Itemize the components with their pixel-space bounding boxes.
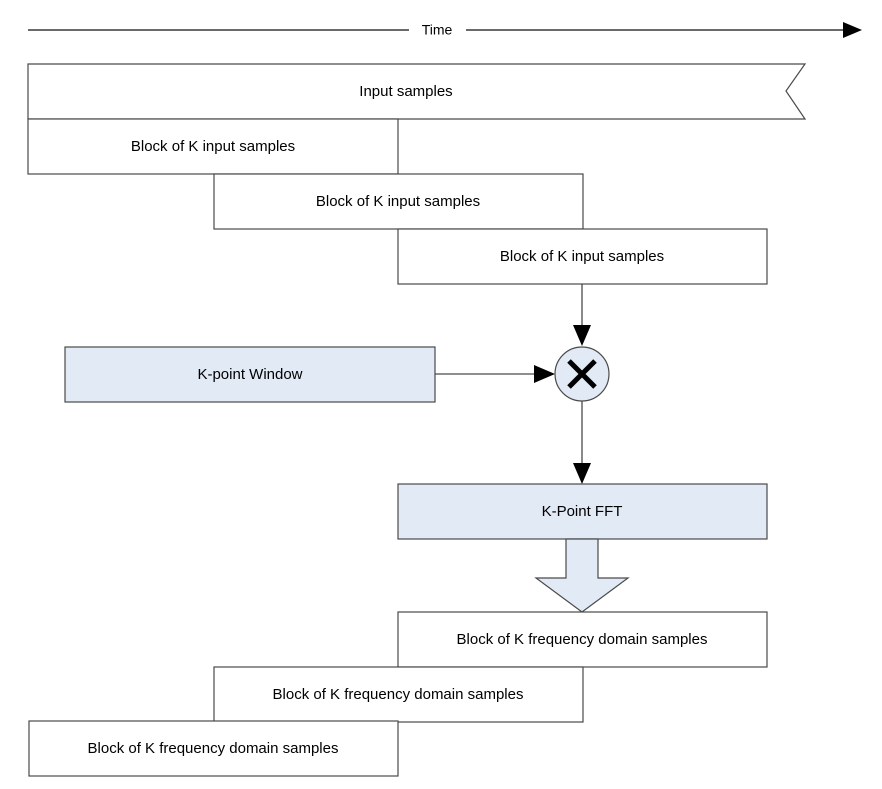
arrowhead-down-icon-2 xyxy=(573,463,591,484)
k-point-window: K-point Window xyxy=(64,346,436,403)
connector-block3-to-multiplier xyxy=(573,284,591,346)
time-axis: Time xyxy=(28,22,862,38)
arrowhead-down-icon xyxy=(573,325,591,346)
k-point-window-rect xyxy=(64,346,436,403)
input-block-3-label: Block of K input samples xyxy=(500,248,664,265)
input-samples-label: Input samples xyxy=(359,83,452,100)
k-point-fft-rect xyxy=(397,483,768,540)
fft-output-block-arrow xyxy=(534,538,630,613)
multiply-icon-stroke-b xyxy=(567,359,597,389)
input-block-2-label: Block of K input samples xyxy=(316,193,480,210)
output-block-1-label: Block of K frequency domain samples xyxy=(457,631,708,648)
output-block-1-rect xyxy=(397,611,768,668)
connector-multiplier-to-fft xyxy=(573,401,591,484)
output-block-3-rect xyxy=(28,720,399,777)
time-axis-arrowhead-icon xyxy=(843,22,862,38)
fft-output-block-arrow-shape xyxy=(534,538,630,613)
output-block-2-label: Block of K frequency domain samples xyxy=(273,686,524,703)
input-block-1: Block of K input samples xyxy=(27,118,399,175)
k-point-window-label: K-point Window xyxy=(197,366,302,383)
input-samples-shape xyxy=(27,63,807,120)
input-block-3: Block of K input samples xyxy=(397,228,768,285)
arrowhead-right-icon xyxy=(534,365,555,383)
input-samples-banner: Input samples xyxy=(27,63,807,120)
k-point-fft: K-Point FFT xyxy=(397,483,768,540)
connector-window-to-multiplier xyxy=(435,365,555,383)
k-point-fft-label: K-Point FFT xyxy=(542,503,623,520)
output-block-2-rect xyxy=(213,666,584,723)
output-block-1: Block of K frequency domain samples xyxy=(397,611,768,668)
output-block-3-label: Block of K frequency domain samples xyxy=(88,740,339,757)
time-axis-label: Time xyxy=(422,22,453,38)
input-block-2: Block of K input samples xyxy=(213,173,584,230)
input-block-1-rect xyxy=(27,118,399,175)
input-block-2-rect xyxy=(213,173,584,230)
multiplier-node xyxy=(554,346,610,402)
output-block-3: Block of K frequency domain samples xyxy=(28,720,399,777)
output-block-2: Block of K frequency domain samples xyxy=(213,666,584,723)
input-block-1-label: Block of K input samples xyxy=(131,138,295,155)
